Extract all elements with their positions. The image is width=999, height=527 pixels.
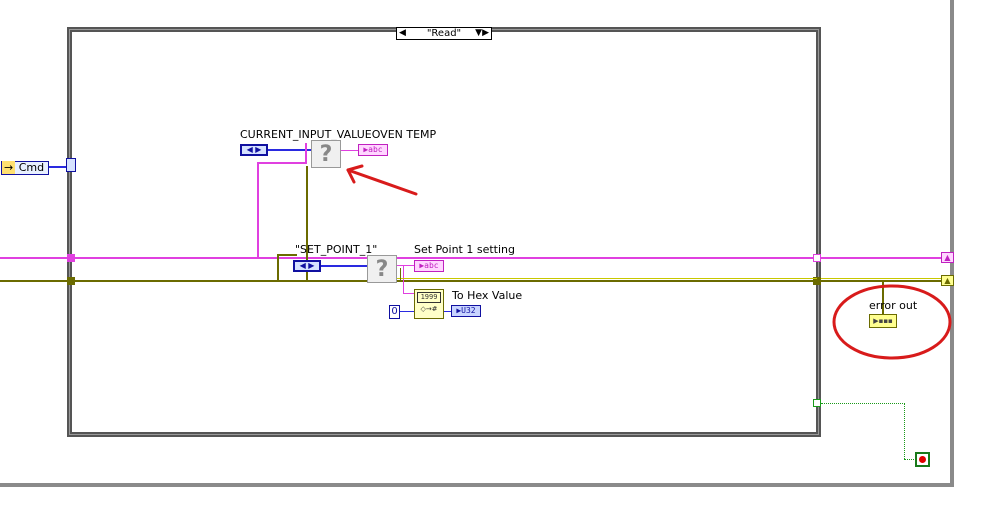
error-wire-left <box>0 280 945 282</box>
cmd-wire <box>49 166 71 168</box>
numeric-constant[interactable]: 0 <box>389 305 400 319</box>
error-feed-horizontal-2 <box>277 254 297 256</box>
error-through-node-2 <box>397 278 817 279</box>
case-selector-value: "Read" <box>426 28 462 39</box>
unknown-subvi-2[interactable]: ? <box>367 255 397 283</box>
window-right-border <box>950 0 954 487</box>
window-bottom-border <box>0 483 954 487</box>
annotation-arrow <box>346 164 418 196</box>
error-feed-vertical-2 <box>277 254 279 282</box>
string-tunnel-left[interactable] <box>67 254 75 262</box>
string-tunnel-right[interactable] <box>813 254 821 262</box>
numeric-wire-in <box>400 311 414 312</box>
string-feed-horizontal-1 <box>257 162 307 164</box>
string-feed-vertical-2 <box>403 266 404 294</box>
string-wire-left <box>0 257 945 259</box>
case-prev-icon[interactable]: ◀ <box>399 28 406 38</box>
cmd-label: Cmd <box>18 161 45 174</box>
to-hex-label: To Hex Value <box>452 289 523 302</box>
cmd-arrow-icon: → <box>2 161 16 174</box>
set-point-const-label: "SET_POINT_1" <box>295 243 378 256</box>
error-shift-register[interactable]: ▲ <box>941 275 954 286</box>
string-feed-vertical-1 <box>257 162 259 258</box>
string-shift-register[interactable]: ▲ <box>941 252 954 263</box>
set-point-enum-constant[interactable]: ◀ ▶ <box>293 260 321 272</box>
error-out-vertical <box>882 280 884 316</box>
case-selector[interactable]: ◀ "Read" ▼▶ <box>396 27 492 40</box>
set-point-setting-indicator[interactable]: ▶abc <box>414 260 444 272</box>
string-out-wire-1 <box>341 150 359 151</box>
unknown-subvi-1[interactable]: ? <box>311 140 341 168</box>
current-input-enum-constant[interactable]: ◀ ▶ <box>240 144 268 156</box>
error-out-label: error out <box>869 299 918 312</box>
cmd-tunnel[interactable] <box>66 158 76 172</box>
error-tunnel-left[interactable] <box>67 277 75 285</box>
enum-wire-1 <box>268 149 312 151</box>
string-feed-vertical-1b <box>305 143 307 164</box>
string-feed-horizontal-2 <box>403 293 415 294</box>
stop-terminal-icon[interactable] <box>915 452 930 467</box>
to-hex-indicator[interactable]: ▶U32 <box>451 305 481 317</box>
case-dropdown-icon[interactable]: ▼▶ <box>475 28 489 38</box>
oven-temp-indicator[interactable]: ▶abc <box>358 144 388 156</box>
enum-wire-2 <box>321 265 368 267</box>
error-down-node-2 <box>400 268 401 280</box>
cmd-terminal[interactable]: → Cmd <box>1 161 49 175</box>
hex-string-to-number-function[interactable]: 1999 ◇→# <box>414 289 444 319</box>
error-feed-vertical-1 <box>306 166 308 282</box>
boolean-tunnel-right[interactable] <box>813 399 821 407</box>
annotation-circle <box>832 284 952 360</box>
case-structure[interactable] <box>67 27 821 437</box>
boolean-wire-vertical <box>904 403 905 459</box>
error-tunnel-right[interactable] <box>813 277 821 285</box>
string-out-wire-2 <box>397 265 415 266</box>
numeric-wire-out <box>444 311 452 312</box>
current-input-label: CURRENT_INPUT_VALUEOVEN TEMP <box>240 128 437 141</box>
error-wire-right-top <box>820 278 945 279</box>
set-point-setting-label: Set Point 1 setting <box>414 243 515 256</box>
error-out-indicator[interactable]: ▶▪▪▪ <box>869 314 897 328</box>
boolean-wire-horizontal-2 <box>904 459 916 460</box>
boolean-wire-horizontal <box>821 403 905 404</box>
